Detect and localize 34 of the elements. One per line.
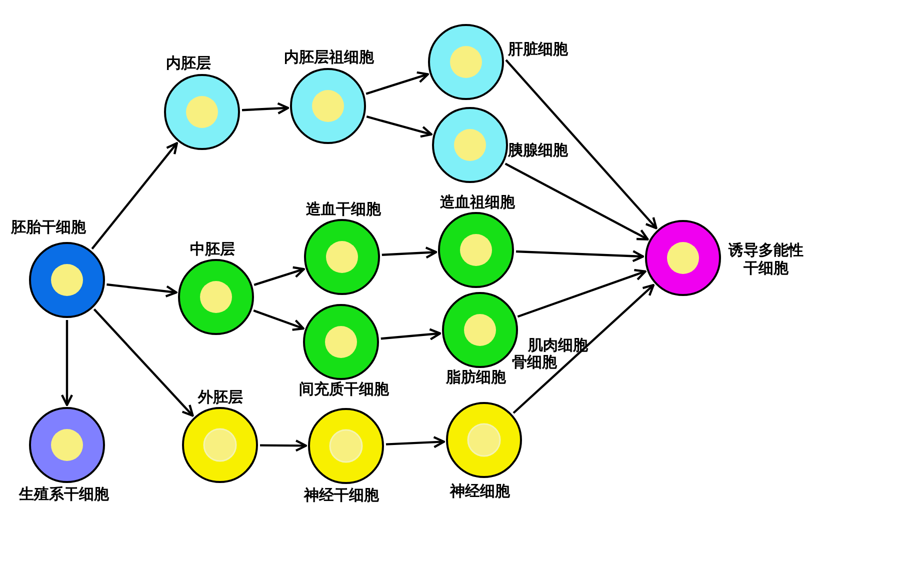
arrow bbox=[382, 246, 438, 259]
arrow bbox=[91, 142, 178, 250]
cell-label: 胚胎干细胞 bbox=[11, 218, 86, 236]
arrow bbox=[512, 284, 655, 414]
arrow bbox=[380, 328, 442, 340]
cell-label: 脂肪细胞 bbox=[446, 368, 506, 386]
arrow bbox=[517, 268, 646, 318]
cell-label: 造血祖细胞 bbox=[440, 193, 515, 211]
arrow bbox=[516, 250, 644, 262]
cell-label: 胰腺细胞 bbox=[508, 141, 568, 159]
cell-label: 外胚层 bbox=[198, 388, 243, 406]
cell-label: 诱导多能性干细胞 bbox=[727, 241, 804, 277]
arrow bbox=[366, 71, 429, 95]
arrow bbox=[386, 436, 446, 448]
cell-label: 内胚层 bbox=[166, 54, 211, 72]
cell-label: 内胚层祖细胞 bbox=[284, 48, 374, 66]
arrow bbox=[260, 440, 308, 452]
arrow bbox=[366, 116, 432, 138]
cell-label: 中胚层 bbox=[190, 240, 235, 258]
cell-label: 神经细胞 bbox=[450, 482, 510, 500]
arrow bbox=[253, 309, 304, 331]
cell-label: 生殖系干细胞 bbox=[19, 485, 109, 503]
arrow bbox=[93, 308, 194, 417]
arrow bbox=[60, 320, 74, 406]
arrow bbox=[505, 59, 658, 230]
cell-label: 肝脏细胞 bbox=[508, 40, 568, 58]
arrow bbox=[242, 102, 290, 114]
arrow bbox=[106, 283, 178, 298]
arrow bbox=[254, 266, 305, 286]
cell-label: 造血干细胞 bbox=[306, 200, 381, 218]
cell-label: 骨细胞 bbox=[512, 353, 557, 371]
cell-label: 神经干细胞 bbox=[304, 486, 379, 504]
arrow bbox=[504, 162, 649, 240]
cell-label: 间充质干细胞 bbox=[299, 380, 389, 398]
